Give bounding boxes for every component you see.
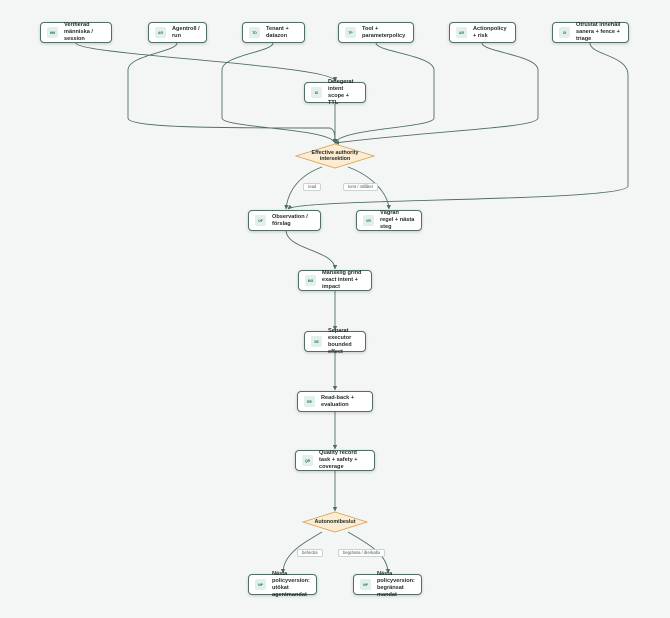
node-badge: MG (305, 275, 316, 286)
node-quality[interactable]: QR Quality record task + safety + coverag… (295, 450, 375, 471)
node-restrict[interactable]: NP Nästa policyversion: begränsat mandat (353, 571, 422, 598)
node-badge: AR (155, 27, 166, 38)
node-gate[interactable]: MG Mänsklig grind exact intent + impact (298, 270, 372, 291)
node-badge: NP (255, 579, 266, 590)
node-readback[interactable]: RE Read-back + evaluation (297, 391, 373, 412)
edge-tenant-to-authority (221, 42, 336, 144)
node-top5[interactable]: AR Actionpolicy + risk (449, 22, 516, 43)
node-badge: QR (302, 455, 313, 466)
node-badge: AR (456, 27, 467, 38)
edge-authority-to-observe (284, 166, 323, 210)
decision-label: Effective authority intersektion (311, 149, 359, 163)
node-badge: RE (304, 396, 315, 407)
node-label: Quality record task + safety + coverage (319, 450, 358, 470)
node-label: Delegerat intent scope + TTL (328, 78, 354, 106)
node-expand[interactable]: NP Nästa policyversion: utökat agentmanda… (248, 571, 317, 598)
node-top6[interactable]: OI Otrustat innehåll sanera + fence + tri… (552, 22, 629, 43)
node-label: Verifierad människa / session (64, 22, 93, 42)
node-label: Separat executor bounded effect (328, 327, 352, 355)
edge-untrusted-to-observe (287, 42, 629, 210)
node-top3[interactable]: TD Tenant + datazon (242, 22, 305, 43)
node-label: Read-back + evaluation (321, 394, 355, 408)
node-badge: TD (249, 27, 260, 38)
node-delegate[interactable]: DI Delegerat intent scope + TTL (304, 79, 366, 106)
edge-action-to-authority (334, 42, 539, 145)
node-badge: VR (363, 215, 374, 226)
edge-agentrole-to-authority (127, 42, 338, 144)
node-top4[interactable]: TP Tool + parameterpolicy (338, 22, 414, 43)
edge-decision-to-expand (280, 531, 323, 574)
node-badge: NP (360, 579, 371, 590)
node-label: Otrustat innehåll sanera + fence + triag… (576, 22, 621, 42)
decision-label: Autonomibeslut (314, 518, 356, 525)
node-label: Tool + parameterpolicy (362, 25, 406, 39)
node-label: Agentroll / run (172, 25, 200, 39)
node-label: Tenant + datazon (266, 25, 289, 39)
node-badge: DI (311, 87, 322, 98)
node-badge: OI (559, 27, 570, 38)
edge-tool-to-authority (334, 42, 435, 144)
decision-authority[interactable] (294, 143, 376, 169)
node-badge: TP (345, 27, 356, 38)
node-refuse[interactable]: VR Vägran regel + nästa steg (356, 210, 422, 231)
edge-session-to-delegate (75, 42, 338, 82)
edge-label: begränsa / återkalla (338, 549, 385, 557)
node-badge: HM (47, 27, 58, 38)
node-label: Vägran regel + nästa steg (380, 210, 415, 230)
node-badge: SE (311, 336, 322, 347)
edge-label: read (303, 183, 322, 191)
edge-label: befordra (297, 549, 323, 557)
decision-decision[interactable] (301, 511, 369, 533)
node-top2[interactable]: AR Agentroll / run (148, 22, 207, 43)
node-top1[interactable]: HM Verifierad människa / session (40, 22, 112, 43)
node-label: Actionpolicy + risk (473, 25, 507, 39)
node-badge: OF (255, 215, 266, 226)
node-label: Observation / förslag (272, 213, 308, 227)
node-label: Mänsklig grind exact intent + impact (322, 270, 362, 290)
node-executor[interactable]: SE Separat executor bounded effect (304, 328, 366, 355)
node-label: Nästa policyversion: utökat agentmandat (272, 570, 310, 598)
node-observe[interactable]: OF Observation / förslag (248, 210, 321, 231)
edge-observe-to-gate (285, 229, 338, 270)
edge-label: tomt / otillåtet (343, 183, 378, 191)
node-label: Nästa policyversion: begränsat mandat (377, 570, 415, 598)
